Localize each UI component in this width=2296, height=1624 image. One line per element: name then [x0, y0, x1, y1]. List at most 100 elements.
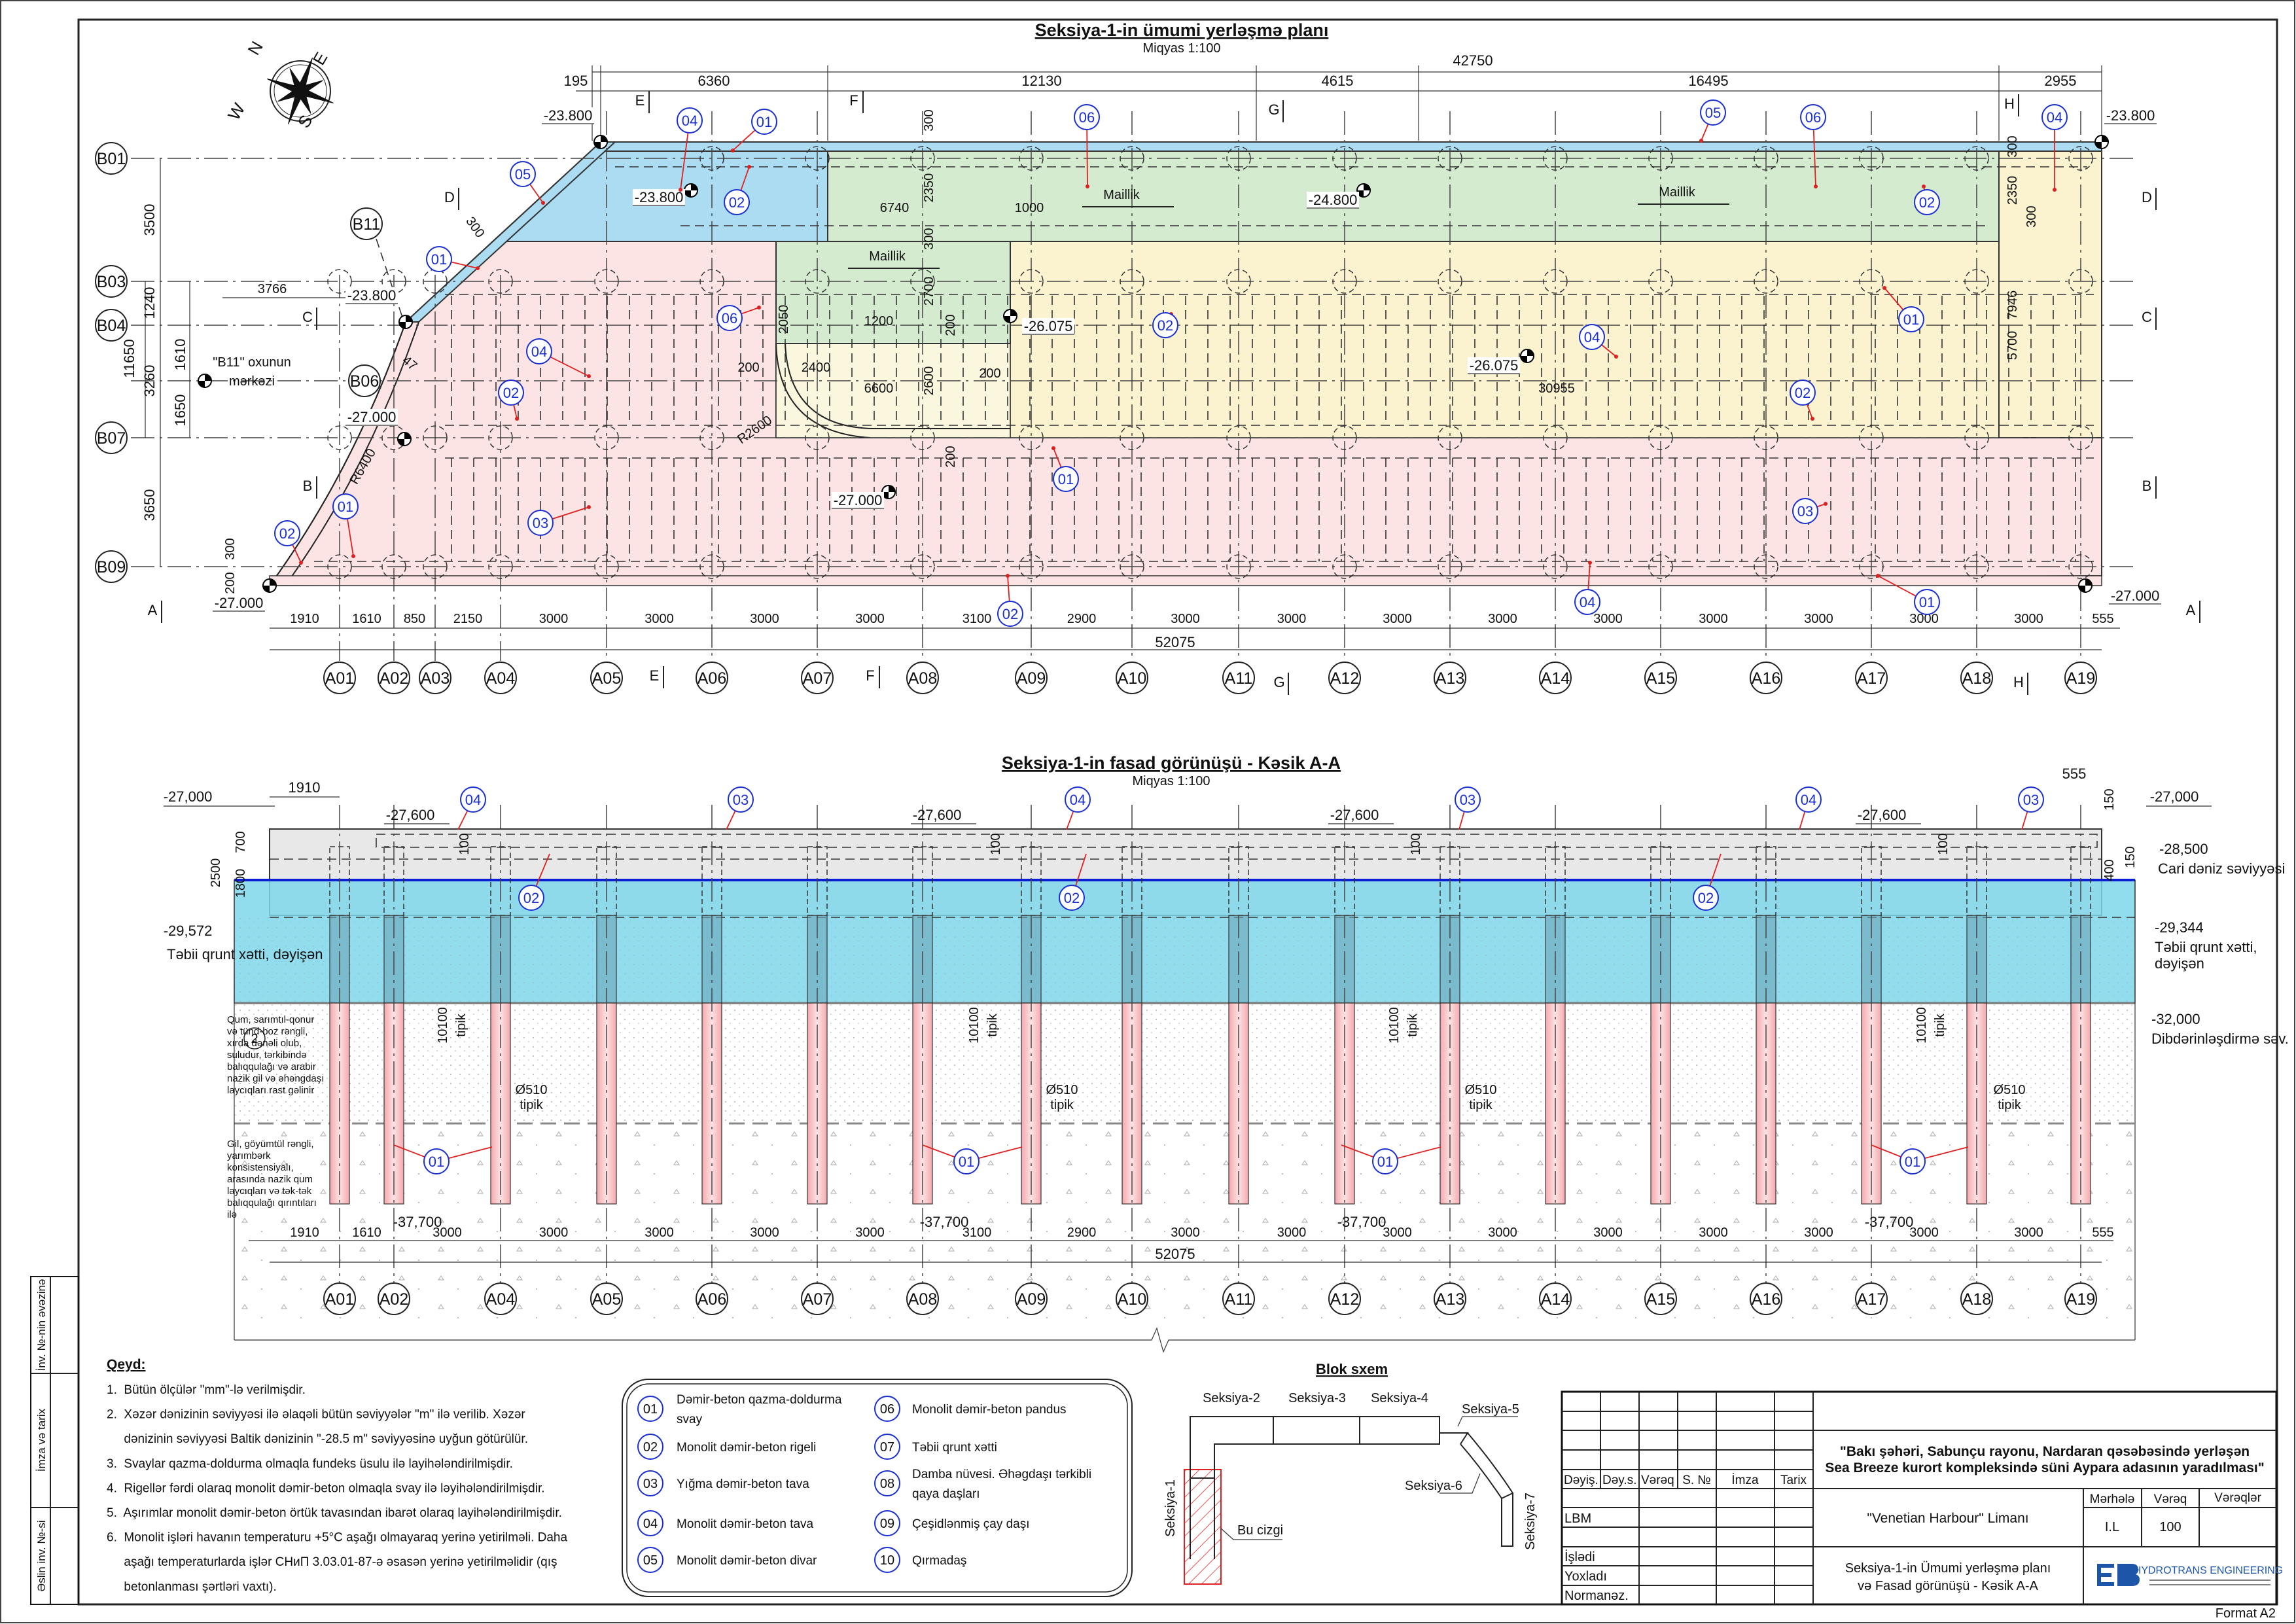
pile-outline	[910, 146, 935, 171]
pile-outline	[699, 269, 724, 294]
soil-description: balıqqulağı qırıntıları	[227, 1197, 317, 1209]
legend-bubble	[637, 1434, 663, 1460]
dim-bottom: 3000	[1909, 1226, 1939, 1240]
dim-inner: 1200	[864, 314, 894, 328]
pile-outline	[1332, 425, 1357, 450]
pile-outline	[1019, 269, 1044, 294]
callout-bubble	[518, 885, 544, 911]
pile-outline	[1964, 554, 1989, 579]
axis-label: A10	[1118, 1290, 1146, 1309]
callout-number: 01	[756, 114, 772, 130]
dim-vertical: 100	[989, 833, 1003, 855]
plan-annotations: Seksiya-1-in ümumi yerləşmə planıMiqyas …	[95, 20, 2200, 695]
level-label: -29,344	[2155, 919, 2204, 936]
note-line: 5. Aşırımlar monolit dəmir-beton örtük t…	[107, 1506, 562, 1520]
axis-bubble	[1116, 1282, 1148, 1315]
dim-top: 2955	[2045, 73, 2077, 89]
level-bg	[1468, 357, 1520, 374]
dim-vertical: 100	[1409, 833, 1423, 855]
callout-number: 04	[465, 792, 481, 808]
level-label: -27,600	[386, 807, 435, 823]
dim-vertical: 400	[2102, 859, 2117, 881]
axis-bubble	[419, 662, 451, 694]
pile-length-note: tipik	[985, 1013, 1000, 1037]
callout-number: 02	[1157, 317, 1173, 334]
soil-layer-number: 2	[251, 1032, 258, 1046]
leader-dot	[1086, 185, 1089, 188]
soil-description: konsistensiyalı,	[227, 1162, 294, 1173]
dim-top: 16495	[1688, 73, 1728, 89]
axis-bubble	[2064, 1282, 2097, 1315]
callout-number: 06	[1805, 109, 1821, 126]
callout-bubble	[1074, 104, 1100, 130]
notes-title: Qeyd:	[107, 1357, 146, 1372]
callout-bubble	[426, 246, 452, 272]
soil-description: yarımbərk	[227, 1150, 271, 1161]
axis-bubble	[1328, 1282, 1361, 1315]
legend-bubble	[874, 1470, 900, 1496]
axis-label: A04	[486, 1290, 516, 1309]
dim-vertical: 100	[457, 833, 472, 855]
callout-bubble	[498, 380, 524, 406]
tb-header: Dəy.s.	[1602, 1474, 1636, 1487]
dim-inner: 6600	[864, 381, 894, 396]
dim-bottom: 3000	[1277, 612, 1307, 626]
note-line: 1. Bütün ölçülər "mm"-lə verilmişdir.	[107, 1383, 306, 1397]
callout-number: 05	[1705, 105, 1721, 121]
pile-outline	[1964, 146, 1989, 171]
dim-inner: 200	[737, 361, 759, 375]
axis-label: A12	[1330, 669, 1359, 688]
dim-inner: 30955	[1538, 381, 1575, 396]
compass-letter: S	[294, 111, 317, 131]
callout-bubble	[332, 493, 359, 520]
level-label: -26.075	[1024, 318, 1073, 334]
level-bg	[633, 189, 685, 206]
note-line: 3. Svaylar qazma-doldurma olmaqla fundek…	[107, 1457, 513, 1471]
axis-label: A08	[908, 669, 937, 688]
axis-bubble	[95, 142, 128, 175]
axis-bubble	[1015, 1282, 1048, 1315]
logo-text: HYDROTRANS ENGINEERING	[2134, 1565, 2283, 1576]
soil-description: nazik gil və əhəngdaşı	[227, 1073, 324, 1084]
level-label: -27,600	[1330, 807, 1379, 823]
callout-bubble	[997, 601, 1023, 627]
pile-outline	[1859, 425, 1884, 450]
pile-outline	[327, 554, 352, 579]
axis-bubble	[378, 1282, 410, 1315]
pile-tip-level: -37,700	[1865, 1214, 1914, 1230]
dim-bottom: 3000	[1804, 1226, 1833, 1240]
axis-bubble	[1015, 662, 1048, 694]
dim-inner: 300	[223, 538, 238, 559]
plan-scale: Miqyas 1:100	[1143, 41, 1221, 56]
pile-outline	[423, 554, 448, 579]
level-label: -23.800	[635, 189, 684, 205]
dim-bottom-total: 52075	[1155, 634, 1195, 650]
pile-outline	[1859, 554, 1884, 579]
section-cut-mark: E	[650, 667, 660, 684]
dim-inner: 2050	[777, 305, 791, 334]
note-line: dənizinin səviyyəsi Baltik dənizinin "-2…	[107, 1432, 528, 1446]
section-cut-mark: D	[444, 189, 455, 205]
callout-bubble	[1795, 786, 1822, 813]
slope-label: Maillik	[1103, 188, 1140, 202]
leader-dot	[1051, 446, 1055, 450]
axis-label: A16	[1752, 1290, 1780, 1309]
slab-ribs	[376, 834, 2098, 848]
axis-bubble	[348, 364, 381, 397]
legend-box-inner	[626, 1383, 1128, 1593]
axis-bubble	[590, 1282, 623, 1315]
callout-number: 03	[533, 515, 548, 531]
callout-number: 03	[733, 792, 749, 808]
section-cut-mark: B	[2142, 478, 2152, 494]
axis-bubble	[696, 662, 728, 694]
tb-drawing-title: Seksiya-1-in Ümumi yerləşmə planı	[1845, 1561, 2051, 1576]
axis-label: A14	[1541, 1290, 1570, 1309]
callout-number: 04	[1801, 792, 1816, 808]
section-cut-mark: H	[2004, 96, 2015, 112]
pile-length: 10100	[1915, 1007, 1929, 1044]
b11-note: mərkəzi	[229, 374, 275, 389]
pile-outline	[1438, 146, 1462, 171]
note-line: aşağı temperaturlarda işlər СНиП 3.03.01…	[107, 1555, 557, 1569]
